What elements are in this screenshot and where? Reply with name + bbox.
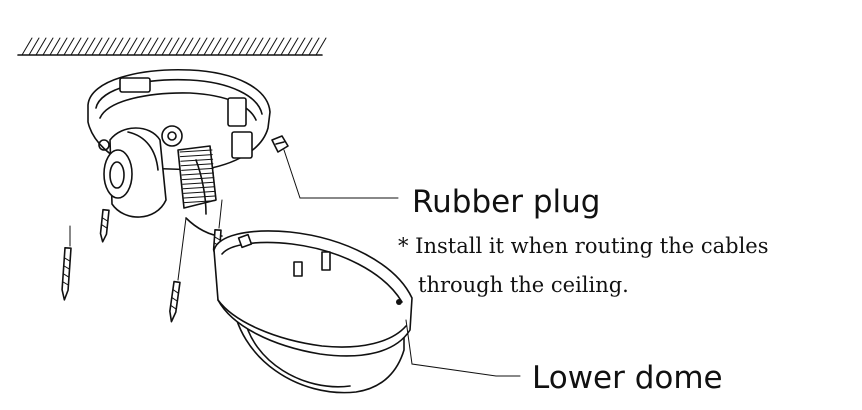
hatch-stroke xyxy=(308,37,320,56)
hatch-stroke xyxy=(280,37,292,56)
hatch-stroke xyxy=(301,37,313,56)
hatch-stroke xyxy=(70,37,82,56)
cable-rib xyxy=(181,172,214,176)
hatch-stroke xyxy=(84,37,96,56)
hatch-stroke xyxy=(105,37,117,56)
hatch-stroke xyxy=(259,37,271,56)
hatch-stroke xyxy=(63,37,75,56)
cable-rib xyxy=(179,154,213,158)
lower-dome-label: Lower dome xyxy=(532,360,723,396)
hatch-stroke xyxy=(49,37,61,56)
hatch-stroke xyxy=(294,37,306,56)
hatch-stroke xyxy=(210,37,222,56)
cable-rib xyxy=(183,200,216,204)
hatch-stroke xyxy=(126,37,138,56)
hatch-stroke xyxy=(168,37,180,56)
cable-rib xyxy=(182,186,215,190)
hatch-stroke xyxy=(133,37,145,56)
hatch-stroke xyxy=(56,37,68,56)
hatch-stroke xyxy=(21,37,33,56)
hatch-stroke xyxy=(238,37,250,56)
cable-rib xyxy=(179,149,213,153)
note-line-2: through the ceiling. xyxy=(418,273,629,297)
hatch-stroke xyxy=(182,37,194,56)
screw-center-long xyxy=(169,280,181,323)
hatch-stroke xyxy=(77,37,89,56)
hatch-stroke xyxy=(140,37,152,56)
hatch-stroke xyxy=(245,37,257,56)
hatch-stroke xyxy=(147,37,159,56)
camera-base xyxy=(87,68,271,237)
rubber-plug-label: Rubber plug xyxy=(412,184,600,220)
hatch-stroke xyxy=(28,37,40,56)
rubber-plug xyxy=(271,135,399,199)
hatch-stroke xyxy=(189,37,201,56)
screw-left-long xyxy=(61,246,72,301)
screw-left-short xyxy=(99,208,110,243)
hatch-stroke xyxy=(217,37,229,56)
cable-rib xyxy=(182,181,215,185)
note-line-1: * Install it when routing the cables xyxy=(398,234,769,258)
hatch-stroke xyxy=(35,37,47,56)
hatch-stroke xyxy=(224,37,236,56)
hatch-stroke xyxy=(91,37,103,56)
cable-rib xyxy=(183,195,216,199)
hatch-stroke xyxy=(112,37,124,56)
cable-rib xyxy=(181,167,214,171)
screws xyxy=(61,199,223,323)
hatch-stroke xyxy=(161,37,173,56)
ceiling-hatch xyxy=(17,37,327,56)
hatch-stroke xyxy=(273,37,285,56)
hatch-stroke xyxy=(203,37,215,56)
lower-dome xyxy=(213,230,521,394)
cable-rib xyxy=(181,177,215,181)
hatch-stroke xyxy=(119,37,131,56)
hatch-stroke xyxy=(98,37,110,56)
hatch-stroke xyxy=(315,37,327,56)
hatch-stroke xyxy=(266,37,278,56)
hatch-stroke xyxy=(175,37,187,56)
hatch-stroke xyxy=(287,37,299,56)
cable-rib xyxy=(183,190,216,194)
hatch-stroke xyxy=(196,37,208,56)
hatch-stroke xyxy=(154,37,166,56)
hatch-stroke xyxy=(231,37,243,56)
hatch-stroke xyxy=(42,37,54,56)
hatch-stroke xyxy=(252,37,264,56)
